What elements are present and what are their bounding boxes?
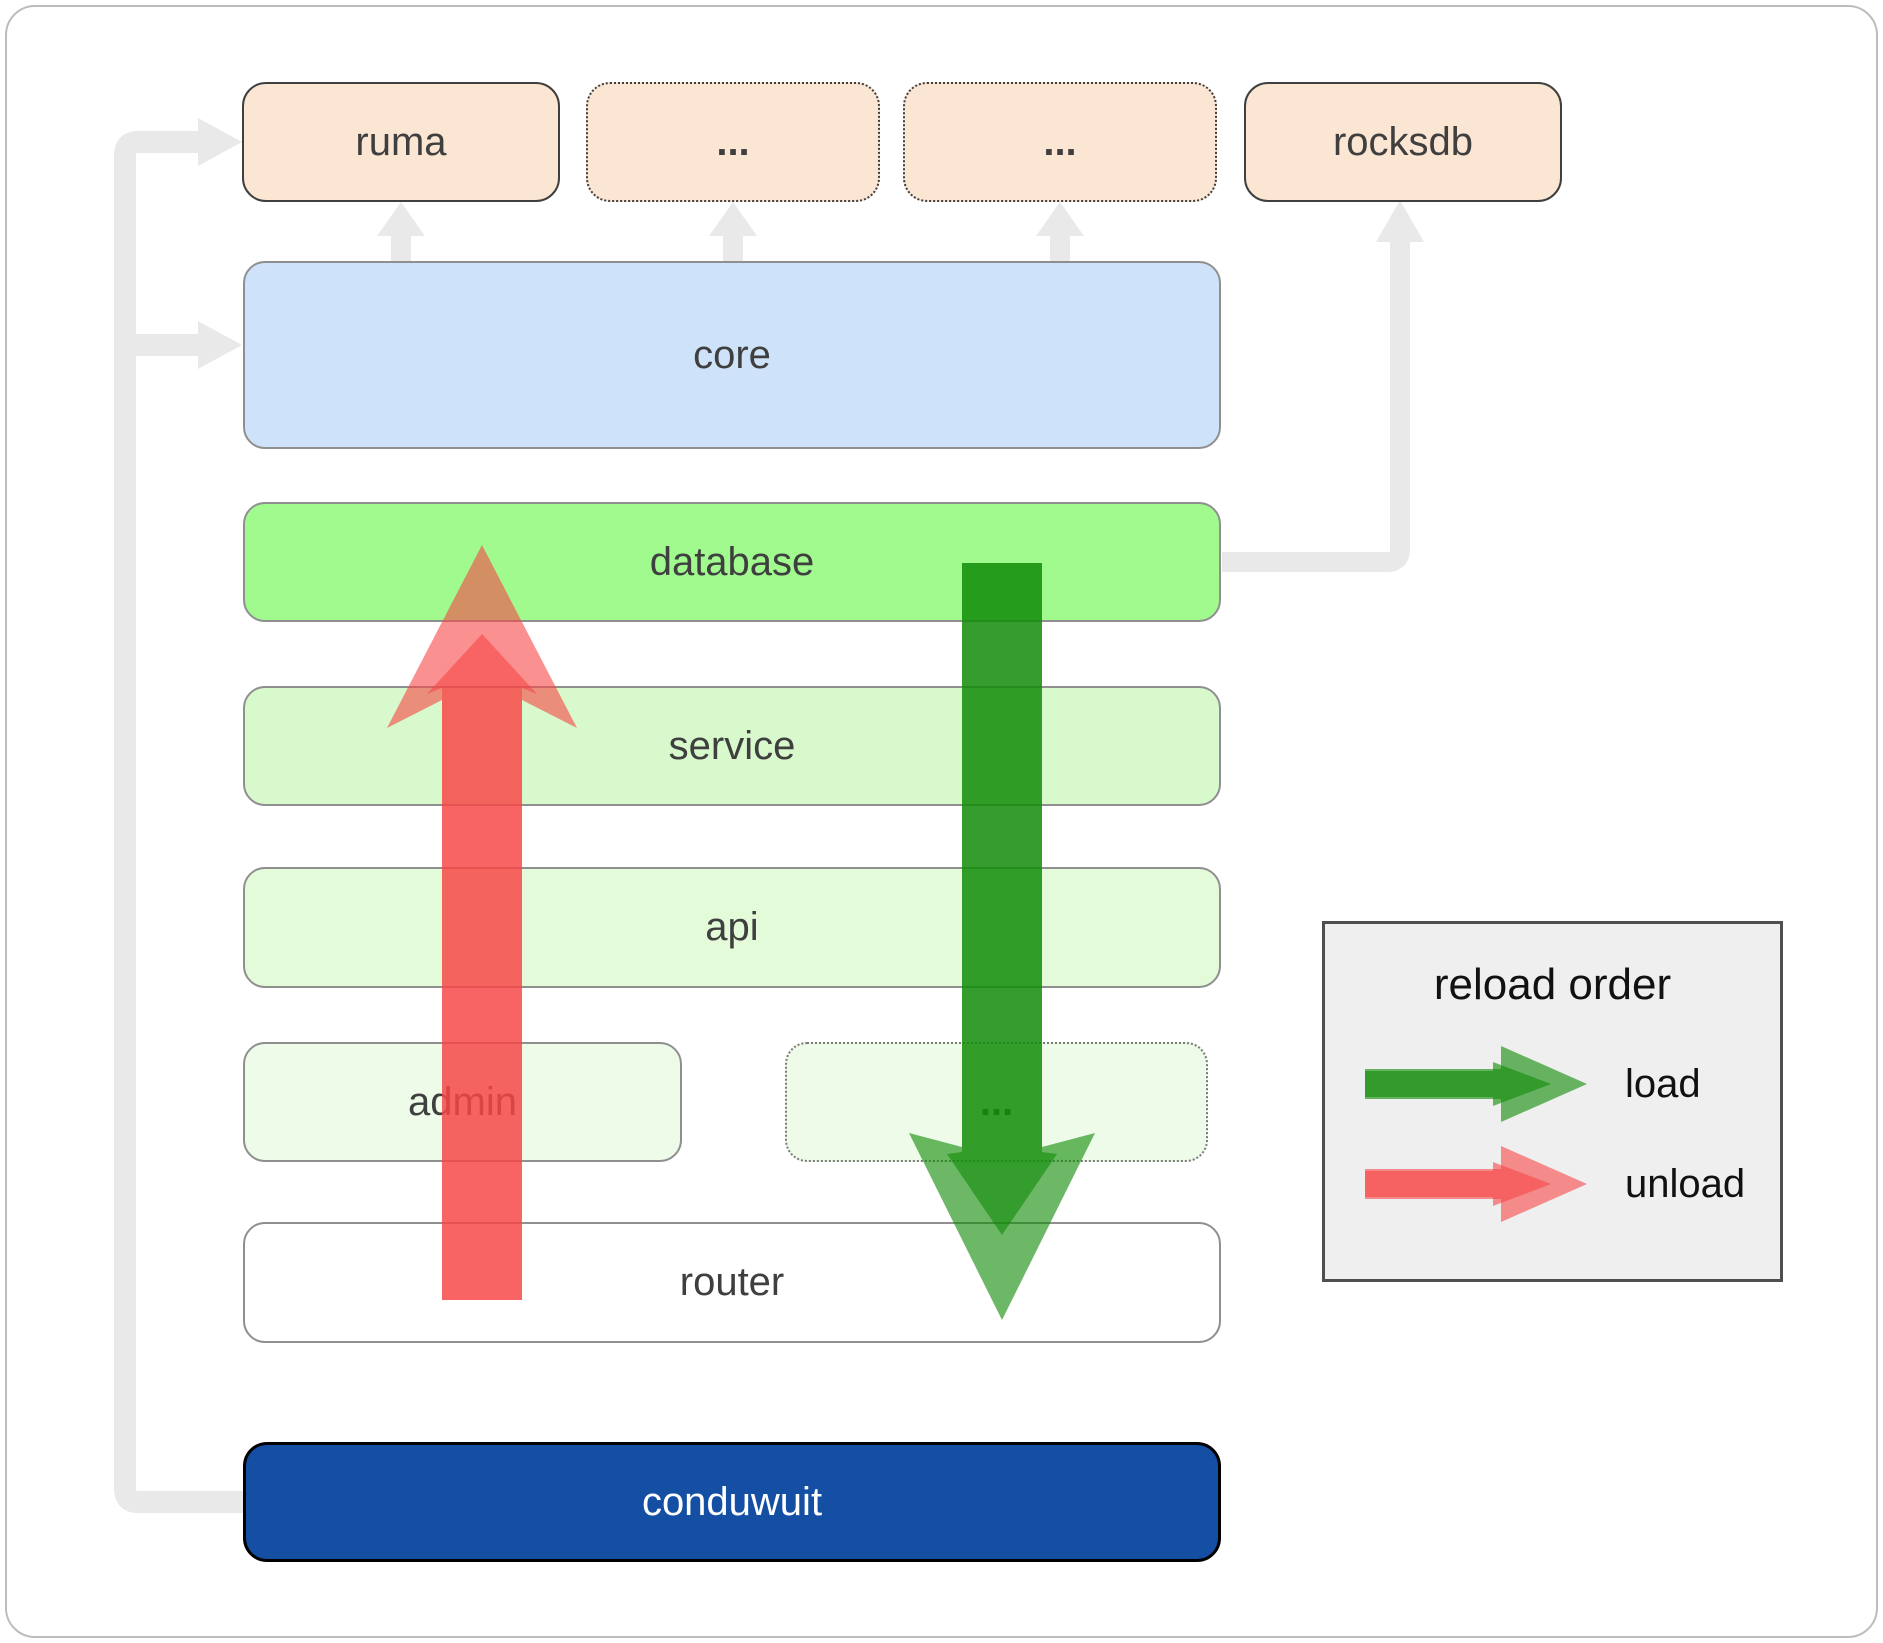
box-api: api bbox=[243, 867, 1221, 988]
box-ruma-label: ruma bbox=[355, 119, 447, 164]
arrowhead-core-to-dots2 bbox=[1036, 202, 1084, 236]
arrowhead-into-rocksdb bbox=[1376, 200, 1424, 242]
database-to-rocksdb-connector bbox=[1222, 242, 1410, 572]
box-api-label: api bbox=[705, 905, 759, 949]
arrowhead-core-to-dots1 bbox=[709, 202, 757, 236]
arrowhead-core-to-ruma bbox=[377, 202, 425, 236]
box-core: core bbox=[243, 261, 1221, 449]
box-core-label: core bbox=[693, 332, 771, 377]
diagram-outer-border bbox=[5, 5, 1878, 1638]
box-router: router bbox=[243, 1222, 1221, 1343]
box-ruma: ruma bbox=[242, 82, 560, 202]
unload-arrow-small bbox=[427, 634, 537, 1300]
box-ellipsis-2: ... bbox=[903, 82, 1217, 202]
box-service-label: service bbox=[668, 723, 796, 768]
box-ellipsis-2-label: ... bbox=[1043, 119, 1077, 164]
legend-load-arrow-icon bbox=[1365, 1046, 1587, 1122]
box-rocksdb: rocksdb bbox=[1244, 82, 1562, 202]
arrowhead-into-ruma bbox=[198, 118, 242, 166]
legend-load-label: load bbox=[1625, 1061, 1701, 1106]
legend-title: reload order bbox=[1433, 960, 1672, 1009]
conduwuit-left-spine bbox=[114, 131, 243, 1513]
box-rocksdb-label: rocksdb bbox=[1332, 119, 1474, 164]
box-ellipsis-1-label: ... bbox=[716, 119, 750, 164]
legend-unload-arrow-icon bbox=[1365, 1146, 1587, 1222]
box-database-label: database bbox=[649, 539, 815, 584]
box-ellipsis-1: ... bbox=[586, 82, 880, 202]
box-database: database bbox=[243, 502, 1221, 622]
box-conduwuit: conduwuit bbox=[243, 1442, 1221, 1562]
box-conduwuit-label: conduwuit bbox=[641, 1479, 823, 1524]
box-router-label: router bbox=[679, 1260, 785, 1304]
legend-reload-order: reload order load unload bbox=[1322, 921, 1783, 1282]
legend-unload-label: unload bbox=[1625, 1161, 1746, 1206]
arrowhead-into-core bbox=[198, 321, 242, 369]
load-arrow-small bbox=[947, 563, 1057, 1235]
